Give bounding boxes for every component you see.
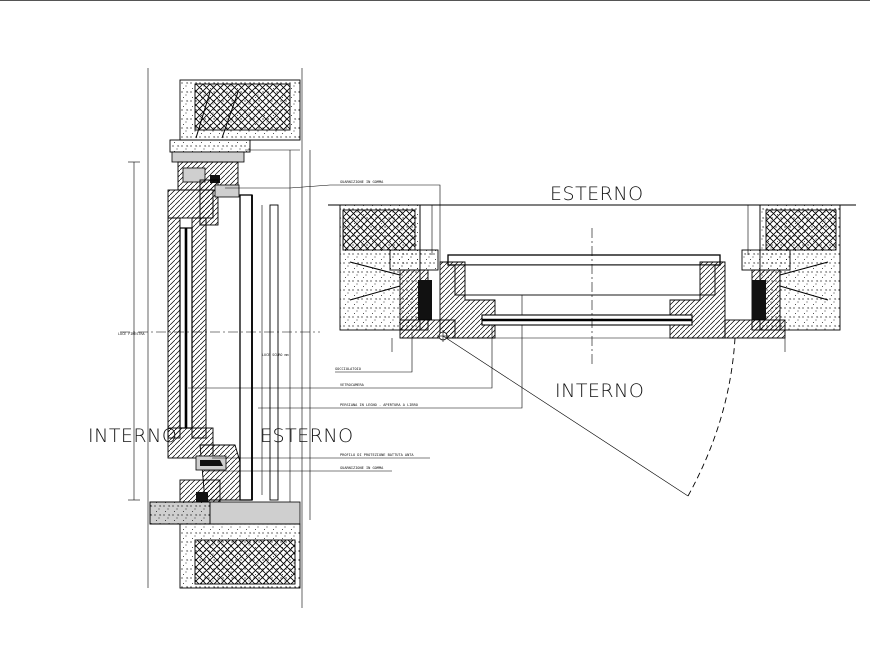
callout-vetrocamera: VETROCAMERA: [340, 383, 365, 387]
label-interno-plan: INTERNO: [555, 380, 644, 402]
door-swing-arc: [687, 337, 736, 497]
top-border-line: [0, 0, 870, 1]
dim-label-esterno: LUCE SCURO mm: [262, 353, 289, 357]
callout-gocciolatoio: GOCCIOLATOIO: [335, 367, 361, 371]
callout-leaders: GUARNIZIONE IN GOMMA GOCCIOLATOIO VETROC…: [188, 180, 523, 472]
vertical-section: LUCE FINESTRA LUCE SCURO mm INTERNO ESTE…: [88, 68, 354, 608]
shutter-leaf: [239, 194, 253, 501]
dim-label-interno: LUCE FINESTRA: [118, 332, 145, 336]
label-interno-section: INTERNO: [88, 425, 177, 447]
callout-profilo: PROFILO DI PROTEZIONE BATTUTA ANTA: [340, 453, 414, 457]
callout-guarnizione-bottom: GUARNIZIONE IN GOMMA: [340, 466, 384, 470]
label-esterno-plan: ESTERNO: [550, 183, 644, 205]
label-esterno-section: ESTERNO: [260, 425, 354, 447]
plan-shutter: [447, 254, 721, 266]
plan-view: ESTERNO INTERNO: [328, 183, 856, 497]
callout-persiana: PERSIANA IN LEGNO - APERTURA A LIBRO: [340, 403, 418, 407]
callout-guarnizione-top: GUARNIZIONE IN GOMMA: [340, 180, 384, 184]
